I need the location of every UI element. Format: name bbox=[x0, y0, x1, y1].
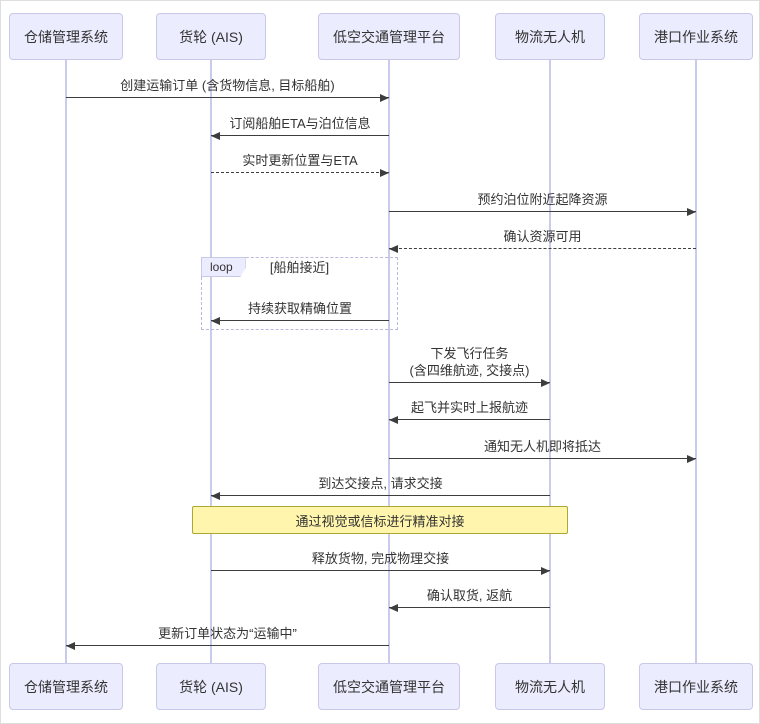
arrowhead-icon bbox=[380, 94, 389, 102]
participant-label: 货轮 (AIS) bbox=[179, 28, 243, 45]
message-line-6 bbox=[389, 382, 550, 383]
arrowhead-icon bbox=[380, 169, 389, 177]
message-label-6: 下发飞行任务 (含四维航迹, 交接点) bbox=[409, 346, 530, 378]
arrowhead-icon bbox=[541, 567, 550, 575]
participant-label: 物流无人机 bbox=[515, 678, 585, 695]
participant-label: 物流无人机 bbox=[515, 28, 585, 45]
loop-condition-label: [船舶接近] bbox=[269, 260, 330, 275]
message-line-11 bbox=[389, 607, 550, 608]
arrowhead-icon bbox=[211, 317, 220, 325]
participant-box-ship-bottom: 货轮 (AIS) bbox=[156, 663, 266, 710]
arrowhead-icon bbox=[687, 455, 696, 463]
message-line-9 bbox=[211, 495, 550, 496]
participant-label: 港口作业系统 bbox=[654, 678, 738, 695]
arrowhead-icon bbox=[389, 604, 398, 612]
message-label-11: 确认取货, 返航 bbox=[426, 588, 513, 603]
participant-box-utm-top: 低空交通管理平台 bbox=[318, 13, 460, 60]
message-label-5: 持续获取精确位置 bbox=[247, 301, 352, 316]
participant-box-wms-top: 仓储管理系统 bbox=[9, 13, 123, 60]
message-label-3: 预约泊位附近起降资源 bbox=[477, 192, 608, 207]
participant-label: 港口作业系统 bbox=[654, 28, 738, 45]
message-label-4: 确认资源可用 bbox=[503, 229, 582, 244]
arrowhead-icon bbox=[687, 208, 696, 216]
message-line-8 bbox=[389, 458, 696, 459]
message-label-8: 通知无人机即将抵达 bbox=[483, 439, 601, 454]
participant-box-wms-bottom: 仓储管理系统 bbox=[9, 663, 123, 710]
arrowhead-icon bbox=[389, 245, 398, 253]
message-line-4 bbox=[389, 248, 696, 249]
message-line-2 bbox=[211, 172, 389, 173]
message-line-7 bbox=[389, 419, 550, 420]
lifeline-utm bbox=[388, 60, 390, 663]
lifeline-port bbox=[695, 60, 697, 663]
participant-label: 低空交通管理平台 bbox=[333, 28, 445, 45]
participant-label: 仓储管理系统 bbox=[24, 28, 108, 45]
arrowhead-icon bbox=[389, 416, 398, 424]
message-line-10 bbox=[211, 570, 550, 571]
message-label-7: 起飞并实时上报航迹 bbox=[410, 400, 528, 415]
participant-box-ship-top: 货轮 (AIS) bbox=[156, 13, 266, 60]
note-box: 通过视觉或信标进行精准对接 bbox=[192, 506, 568, 534]
participant-box-utm-bottom: 低空交通管理平台 bbox=[318, 663, 460, 710]
message-line-3 bbox=[389, 211, 696, 212]
arrowhead-icon bbox=[211, 492, 220, 500]
participant-box-port-top: 港口作业系统 bbox=[639, 13, 753, 60]
message-line-1 bbox=[211, 135, 389, 136]
participant-label: 货轮 (AIS) bbox=[179, 678, 243, 695]
participant-box-port-bottom: 港口作业系统 bbox=[639, 663, 753, 710]
participant-label: 低空交通管理平台 bbox=[333, 678, 445, 695]
message-line-5 bbox=[211, 320, 389, 321]
lifeline-drone bbox=[549, 60, 551, 663]
arrowhead-icon bbox=[541, 379, 550, 387]
message-label-12: 更新订单状态为“运输中” bbox=[158, 626, 297, 641]
lifeline-ship bbox=[210, 60, 212, 663]
participant-box-drone-top: 物流无人机 bbox=[495, 13, 605, 60]
loop-frame bbox=[201, 257, 398, 330]
message-label-9: 到达交接点, 请求交接 bbox=[318, 476, 443, 491]
message-label-10: 释放货物, 完成物理交接 bbox=[311, 551, 450, 566]
participant-label: 仓储管理系统 bbox=[24, 678, 108, 695]
message-line-0 bbox=[66, 97, 389, 98]
message-label-1: 订阅船舶ETA与泊位信息 bbox=[229, 116, 371, 131]
message-line-12 bbox=[66, 645, 389, 646]
message-label-2: 实时更新位置与ETA bbox=[242, 153, 358, 168]
loop-label-tab: loop bbox=[201, 257, 246, 277]
arrowhead-icon bbox=[211, 132, 220, 140]
lifeline-wms bbox=[65, 60, 67, 663]
arrowhead-icon bbox=[66, 642, 75, 650]
participant-box-drone-bottom: 物流无人机 bbox=[495, 663, 605, 710]
message-label-0: 创建运输订单 (含货物信息, 目标船舶) bbox=[120, 78, 335, 93]
